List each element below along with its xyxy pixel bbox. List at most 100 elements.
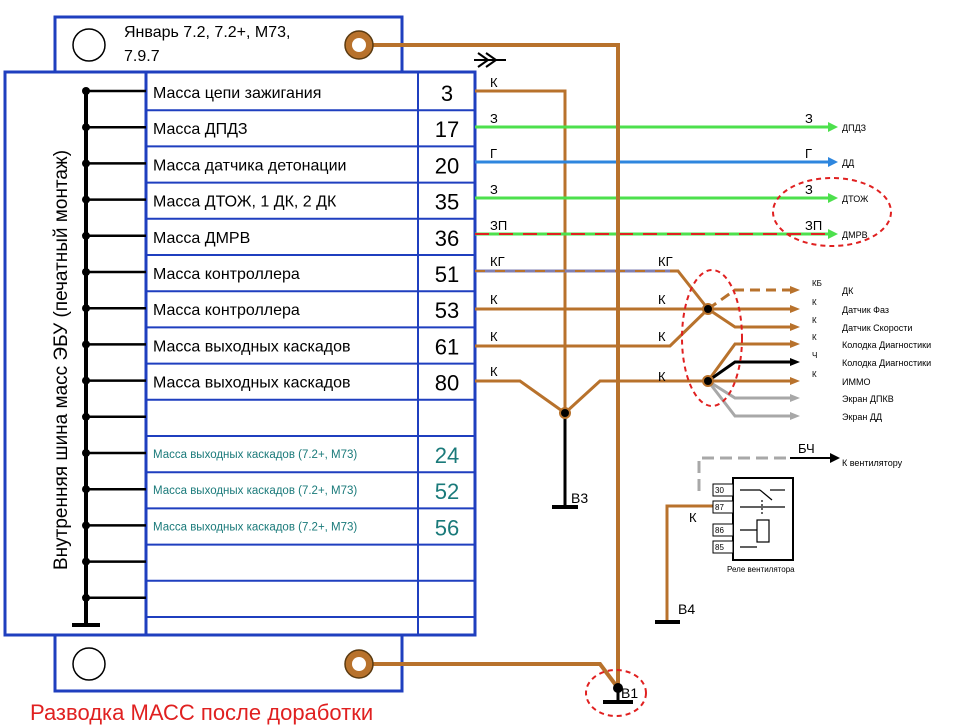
pin-extra-number: 52 xyxy=(435,479,459,504)
dest-name: Экран ДПКВ xyxy=(842,394,894,404)
ecu-versions-line2: 7.9.7 xyxy=(124,48,160,65)
fan-relay xyxy=(655,453,840,624)
pin-label: Масса ДТОЖ, 1 ДК, 2 ДК xyxy=(153,194,337,211)
dest-arrow-icon xyxy=(790,305,800,313)
dest-arrow-icon xyxy=(790,286,800,294)
dest-arrow-icon xyxy=(790,394,800,402)
sensor-wires xyxy=(475,89,838,509)
dest-dpdz: ДПДЗ xyxy=(842,123,866,133)
wire-labels: К З З ДПДЗ Г Г ДД З З ДТОЖ ЗП ЗП ДМРВ КГ… xyxy=(490,75,869,384)
wire-61-mid-label: К xyxy=(658,329,666,344)
relay-pin-86: 86 xyxy=(715,526,724,535)
ground-b3-label: В3 xyxy=(571,490,588,506)
dest-name: Датчик Фаз xyxy=(842,305,889,315)
dest-dtozh: ДТОЖ xyxy=(842,194,869,204)
wire-51-src-label: КГ xyxy=(490,254,505,269)
dest-wire-tag: К xyxy=(812,298,817,307)
dest-arrow-icon xyxy=(790,358,800,366)
pin-label: Масса контроллера xyxy=(153,302,300,319)
mount-hole-icon xyxy=(72,28,106,62)
pin-number: 61 xyxy=(435,334,459,359)
dest-arrow-icon xyxy=(790,323,800,331)
wire-17-src-label: З xyxy=(490,111,498,126)
pin-label: Масса выходных каскадов xyxy=(153,375,350,392)
dest-wire-tag: К xyxy=(812,370,817,379)
wire-20-src-label: Г xyxy=(490,146,497,161)
junction-dot xyxy=(702,375,714,387)
junction-dot xyxy=(702,303,714,315)
dest-wire-tag: КБ xyxy=(812,279,822,288)
relay-wire-bch-label: БЧ xyxy=(798,441,815,456)
dest-wire-tag: К xyxy=(812,333,817,342)
wire-51-mid-label: КГ xyxy=(658,254,673,269)
junction-lower xyxy=(706,342,790,418)
junction-dot xyxy=(559,407,571,419)
relay-pin-30: 30 xyxy=(715,486,724,495)
junction-upper xyxy=(707,288,790,329)
dest-arrow-icon xyxy=(790,377,800,385)
ground-b1-label: В1 xyxy=(621,685,638,701)
pin-extra-number: 24 xyxy=(435,443,459,468)
highlight-marks xyxy=(585,177,892,717)
pin-number: 17 xyxy=(435,117,459,142)
internal-ground-bus-label: Внутренняя шина масс ЭБУ (печатный монта… xyxy=(51,150,72,570)
pin-extra-label: Масса выходных каскадов (7.2+, М73) xyxy=(153,485,357,497)
wire-36-dst-label: ЗП xyxy=(805,218,822,233)
mount-hole-icon xyxy=(72,647,106,681)
wire-35-dst-label: З xyxy=(805,182,813,197)
connector-icon xyxy=(474,52,506,68)
dest-arrow-icon xyxy=(790,340,800,348)
dest-name: ДК xyxy=(842,286,854,296)
pin-label: Масса ДПДЗ xyxy=(153,121,248,138)
pin-label: Масса контроллера xyxy=(153,266,300,283)
dest-dd: ДД xyxy=(842,158,854,168)
dest-arrow-icon xyxy=(790,412,800,420)
pin-label: Масса ДМРВ xyxy=(153,230,250,247)
dest-name: Экран ДД xyxy=(842,412,882,422)
pin-extra-number: 56 xyxy=(435,515,459,540)
dest-name: ИММО xyxy=(842,377,870,387)
relay-pin-85: 85 xyxy=(715,543,724,552)
relay-name: Реле вентилятора xyxy=(727,565,795,574)
wire-53-src-label: К xyxy=(490,292,498,307)
pin-extra-label: Масса выходных каскадов (7.2+, М73) xyxy=(153,521,357,533)
relay-pin-87: 87 xyxy=(715,503,724,512)
dest-name: Колодка Диагностики xyxy=(842,340,931,350)
wire-35-src-label: З xyxy=(490,182,498,197)
pin-number: 51 xyxy=(435,262,459,287)
diagram-caption: Разводка МАСС после доработки xyxy=(30,700,373,725)
wire-20-dst-label: Г xyxy=(805,146,812,161)
wire-80-src-label: К xyxy=(490,364,498,379)
wire-80-mid-label: К xyxy=(658,369,666,384)
wire-17-dst-label: З xyxy=(805,111,813,126)
pin-number: 80 xyxy=(435,371,459,396)
pin-number: 53 xyxy=(435,298,459,323)
pin-label: Масса цепи зажигания xyxy=(153,85,321,102)
dest-name: Колодка Диагностики xyxy=(842,358,931,368)
pin-number: 36 xyxy=(435,226,459,251)
pin-number: 35 xyxy=(435,190,459,215)
relay-coil-icon xyxy=(740,489,785,548)
dest-wire-tag: Ч xyxy=(812,351,817,360)
dest-name: Датчик Скорости xyxy=(842,323,912,333)
pin-number: 3 xyxy=(441,81,453,106)
dest-dmrv: ДМРВ xyxy=(842,230,868,240)
dest-wire-tag: К xyxy=(812,316,817,325)
relay-wire-k-label: К xyxy=(689,510,697,525)
relay-body xyxy=(732,477,794,561)
ecu-versions-line1: Январь 7.2, 7.2+, М73, xyxy=(124,24,290,41)
pin-extra-label: Масса выходных каскадов (7.2+, М73) xyxy=(153,449,357,461)
pin-number: 20 xyxy=(435,153,459,178)
wire-61-src-label: К xyxy=(490,329,498,344)
pin-label: Масса выходных каскадов xyxy=(153,338,350,355)
wire-3-label: К xyxy=(490,75,498,90)
pin-label: Масса датчика детонации xyxy=(153,157,346,174)
ecu-bottom-flange xyxy=(53,633,404,693)
wire-53-mid-label: К xyxy=(658,292,666,307)
relay-fan-dest: К вентилятору xyxy=(842,458,903,468)
wire-36-src-label: ЗП xyxy=(490,218,507,233)
ground-strap xyxy=(359,43,620,690)
